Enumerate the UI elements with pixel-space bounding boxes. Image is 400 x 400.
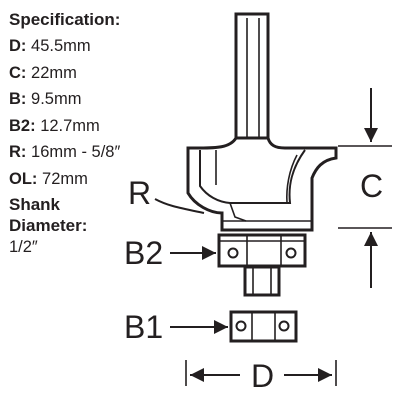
shank-value: 1/2″ (9, 238, 38, 256)
shank-label-line2: Diameter: (9, 216, 88, 235)
spec-value: 16mm - 5/8″ (31, 143, 121, 161)
c-label: C (360, 168, 383, 204)
bearing-b1 (229, 310, 298, 343)
b1-dimension: B1 (124, 309, 228, 345)
router-bit-shank (234, 12, 270, 150)
router-bit-bearing-b2 (217, 233, 307, 268)
spec-row-c: C: 22mm (9, 60, 199, 87)
spec-key: R: (9, 143, 27, 161)
spec-value: 9.5mm (31, 90, 82, 108)
spec-value: 45.5mm (31, 37, 91, 55)
spec-value: 72mm (42, 169, 88, 188)
spec-value: 22mm (31, 63, 77, 82)
spec-title: Specification: (9, 10, 121, 29)
router-bit-pilot (243, 265, 281, 297)
spec-key: D: (9, 37, 27, 55)
spec-row-ol: OL: 72mm (9, 166, 199, 193)
r-dimension: R (128, 175, 205, 214)
spec-key: B: (9, 90, 27, 108)
router-bit-body (186, 136, 338, 232)
shank-label-line1: Shank (9, 195, 61, 214)
r-label: R (128, 175, 151, 211)
spec-value: 12.7mm (40, 116, 100, 135)
spec-row-r: R: 16mm - 5/8″ (9, 139, 199, 166)
d-label: D (251, 358, 274, 394)
b2-dimension: B2 (124, 235, 216, 271)
spec-key: B2: (9, 116, 36, 135)
c-dimension: C (338, 88, 392, 288)
spec-key: OL: (9, 169, 38, 188)
spec-row-b: B: 9.5mm (9, 86, 199, 113)
b2-label: B2 (124, 235, 163, 271)
spec-row-b2: B2: 12.7mm (9, 113, 199, 140)
specification-panel: Specification: D: 45.5mm C: 22mm B: 9.5m… (9, 7, 199, 258)
spec-key: C: (9, 63, 27, 82)
shank-label: Shank Diameter: (9, 194, 199, 236)
spec-row-d: D: 45.5mm (9, 33, 199, 60)
b1-label: B1 (124, 309, 163, 345)
d-dimension: D (185, 358, 337, 394)
